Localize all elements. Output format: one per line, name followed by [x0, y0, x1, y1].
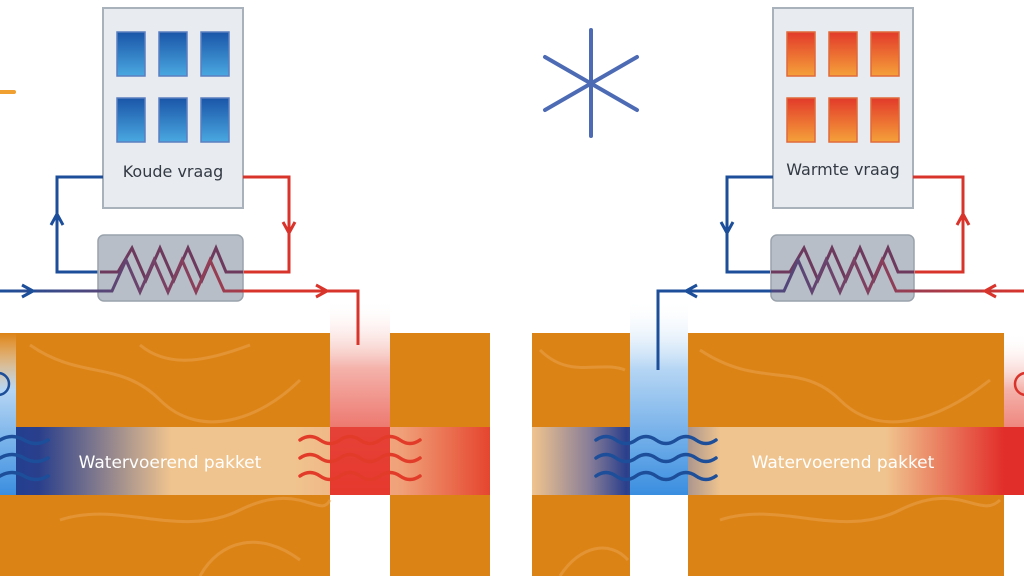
heat-exchanger-coil [0, 256, 330, 296]
snowflake-icon [543, 28, 639, 138]
arrow-left-icon [682, 283, 698, 299]
arrow-up-icon [49, 210, 65, 226]
building-label: Koude vraag [123, 162, 224, 181]
building-windows [786, 31, 900, 143]
building-label: Warmte vraag [786, 160, 900, 179]
cold-flow-waves [594, 434, 718, 482]
cold-flow-waves [0, 434, 50, 482]
arrow-left-icon [981, 283, 997, 299]
warm-well-pipe [243, 289, 360, 345]
heat-exchanger-coil [688, 256, 1024, 296]
arrow-right-icon [315, 283, 331, 299]
hot-well-bottom [330, 427, 390, 495]
pump-icon [0, 371, 11, 397]
cold-well-pipe [656, 289, 771, 370]
pump-icon [1013, 371, 1024, 397]
hot-well-bottom [1004, 427, 1024, 495]
aquifer-label: Watervoerend pakket [752, 453, 935, 473]
arrow-up-icon [955, 210, 971, 226]
warm-loop-pipe [913, 175, 965, 274]
left-panel: Watervoerend pakket Koude vraag [0, 7, 490, 576]
warm-loop-pipe [243, 175, 291, 274]
arrow-right-icon [21, 283, 37, 299]
cold-loop-pipe [55, 175, 103, 274]
ground-texture [538, 348, 1002, 576]
ground-texture [29, 343, 332, 576]
arrow-down-icon [281, 221, 297, 237]
warm-flow-waves [298, 434, 422, 482]
right-panel: Watervoerend pakket Warmte vraag [532, 7, 1024, 576]
cold-loop-pipe [725, 175, 773, 274]
aquifer-label: Watervoerend pakket [79, 453, 262, 473]
cold-well [0, 333, 16, 495]
building-windows [116, 31, 230, 143]
arrow-down-icon [719, 221, 735, 237]
